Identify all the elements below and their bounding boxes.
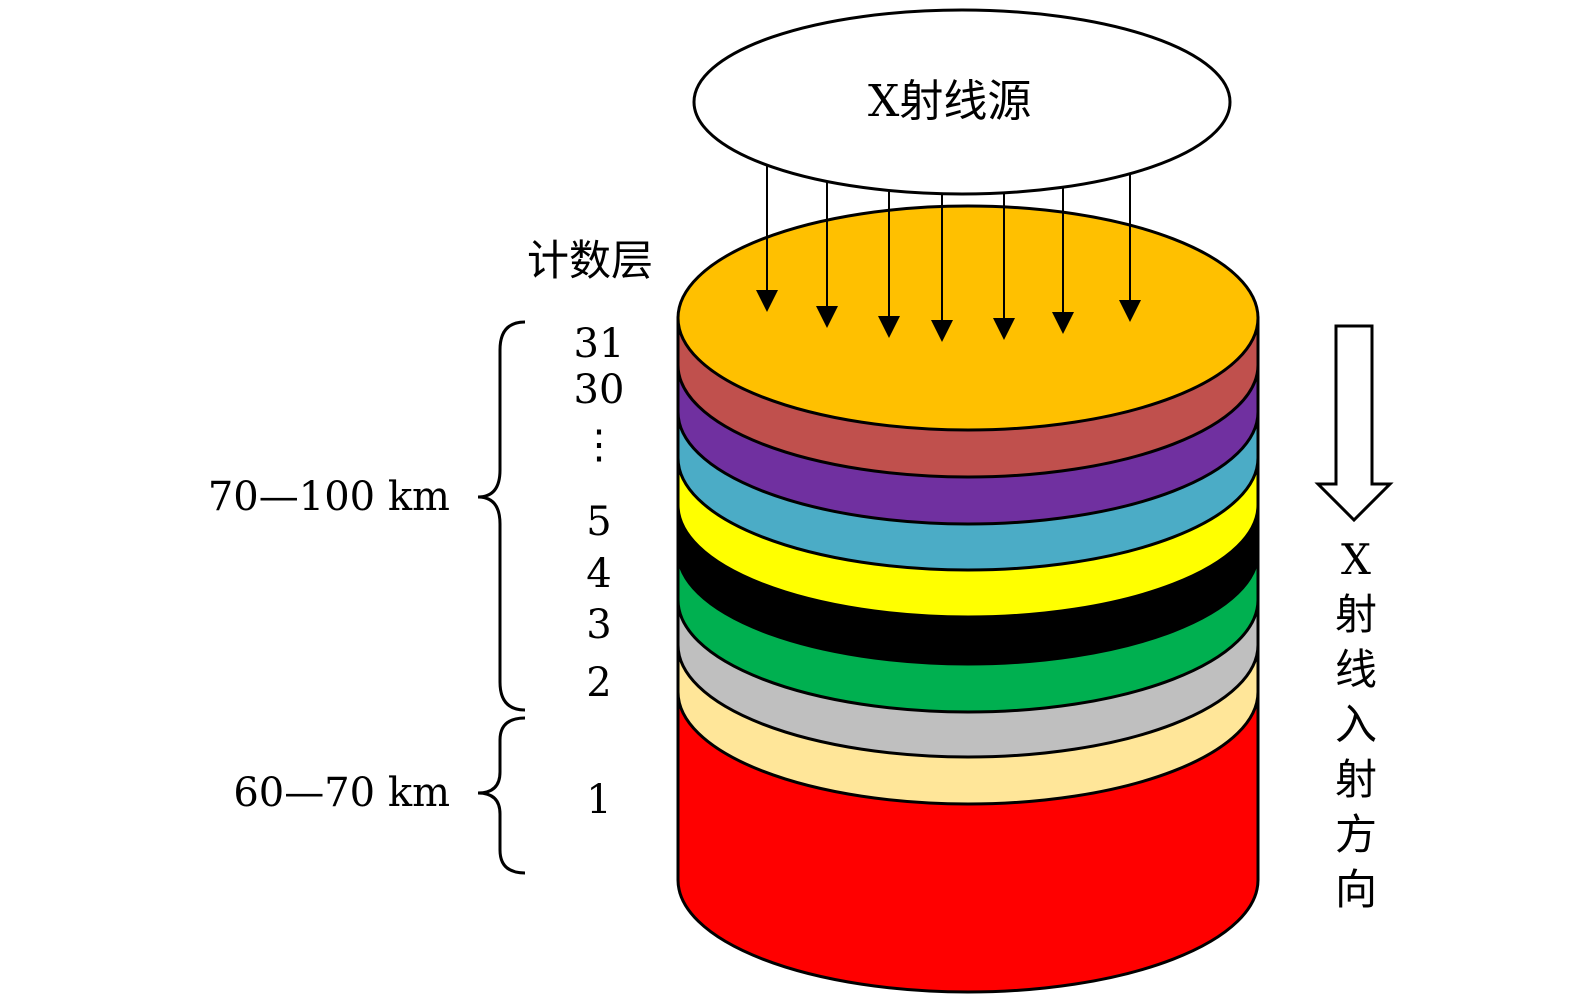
direction-char: 射 [1334, 590, 1377, 639]
range-upper-label: 70—100 km [207, 474, 450, 520]
counting-layer-label: 计数层 [527, 236, 654, 285]
layer-number-4: 4 [586, 551, 612, 597]
direction-char: 方 [1334, 810, 1377, 859]
arrow-head-icon [816, 306, 838, 328]
top-layer-31 [676, 204, 1260, 432]
arrow-head-icon [878, 316, 900, 338]
direction-char: 入 [1334, 700, 1377, 749]
source-label: X射线源 [868, 76, 1032, 127]
arrow-head-icon [993, 318, 1015, 340]
brace-upper [477, 320, 526, 712]
direction-char: X [1341, 535, 1371, 584]
incidence-direction-label: X 射 线 入 射 方 向 [1326, 532, 1386, 917]
layer-number-3: 3 [586, 602, 612, 648]
range-lower-label: 60—70 km [233, 770, 450, 816]
xray-arrows [756, 166, 1141, 342]
layer-number-30: 30 [573, 367, 625, 413]
layer-number-1: 1 [586, 777, 612, 823]
brace-lower [477, 716, 526, 875]
xray-source-ellipse [692, 8, 1232, 196]
layer-ellipsis: ⋮ [579, 422, 619, 468]
incidence-direction-arrow-icon [1314, 324, 1394, 523]
layer-number-5: 5 [586, 499, 612, 545]
direction-char: 向 [1334, 865, 1377, 914]
direction-char: 射 [1334, 755, 1377, 804]
arrow-head-icon [1052, 312, 1074, 334]
direction-char: 线 [1334, 645, 1377, 694]
layer-number-2: 2 [586, 660, 612, 706]
arrow-head-icon [1119, 300, 1141, 322]
arrow-head-icon [931, 320, 953, 342]
arrow-head-icon [756, 290, 778, 312]
layer-number-31: 31 [573, 321, 625, 367]
